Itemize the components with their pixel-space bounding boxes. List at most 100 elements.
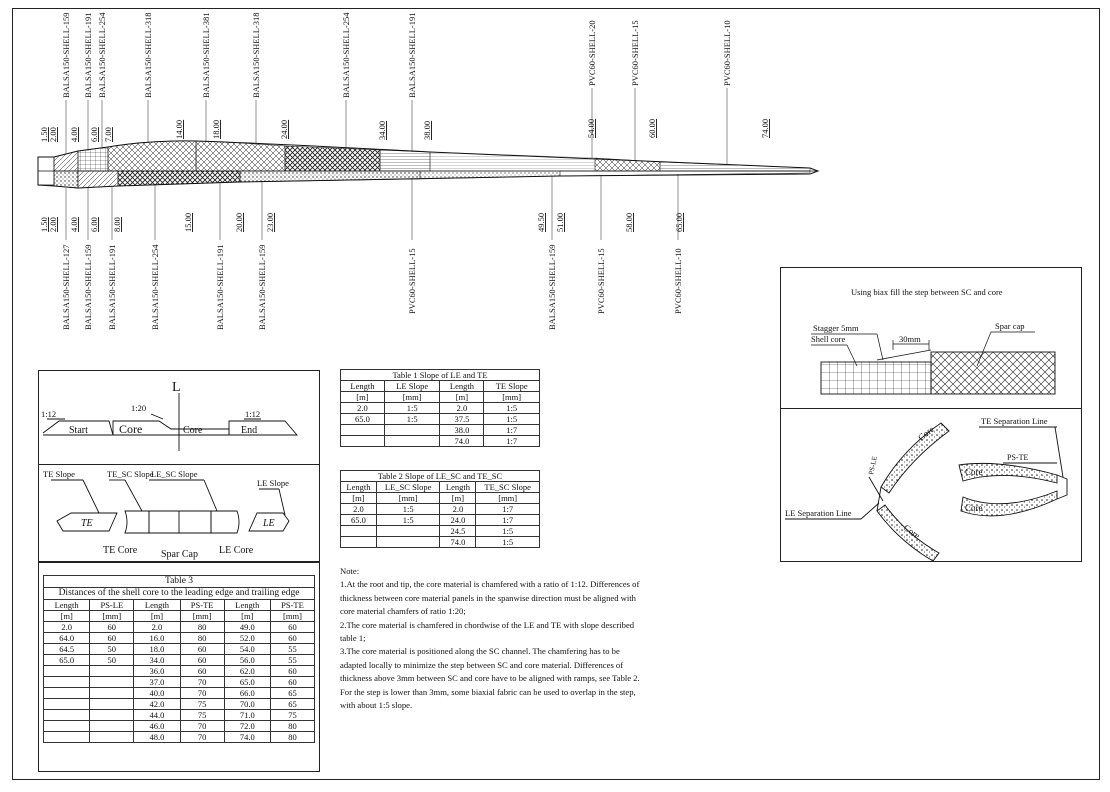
chamfer-core-label: Core xyxy=(119,422,142,436)
table2-header: TE_SC Slope xyxy=(475,481,540,493)
table-cell: 37.5 xyxy=(439,413,485,425)
table2-header: Length xyxy=(340,481,377,493)
te-slope-label: TE Slope xyxy=(43,469,75,479)
top-material-label: PVC60-SHELL-10 xyxy=(722,20,732,86)
table-cell: 37.0 xyxy=(133,676,181,688)
top-material-label: BALSA150-SHELL-159 xyxy=(61,13,71,98)
table3-header: PS-TE xyxy=(179,599,225,611)
table-cell: 52.0 xyxy=(223,632,271,644)
table-cell: 75 xyxy=(269,709,316,721)
table-cell xyxy=(383,435,441,447)
table2-header: Length xyxy=(439,481,477,493)
le-slope-label: LE Slope xyxy=(257,478,289,488)
le-separation-label: LE Separation Line xyxy=(785,508,852,518)
table-cell: 64.0 xyxy=(42,632,91,644)
shell-top-region-9 xyxy=(659,161,811,172)
table3-header-row: Length PS-LE Length PS-TE Length PS-TE xyxy=(42,599,316,611)
table1: Table 1 Slope of LE and TE Length LE Slo… xyxy=(340,369,540,447)
top-dim-label: 34.00 xyxy=(377,121,387,140)
table2-unit: [m] xyxy=(340,492,377,504)
table-cell: 36.0 xyxy=(133,665,181,677)
section-panel: Core Core Core Core PS-LE PS-TE TE Separ… xyxy=(780,408,1082,562)
le-sc-slope-label: LE_SC Slope xyxy=(151,469,198,479)
table-cell: 60 xyxy=(179,654,225,666)
chamfer-end-label: End xyxy=(241,425,257,436)
biax-stagger-label: Stagger 5mm xyxy=(813,323,859,333)
table-cell: 1:5 xyxy=(383,402,441,414)
table-cell: 1:5 xyxy=(475,536,540,548)
table-cell xyxy=(89,698,135,710)
top-dim-label: 18.00 xyxy=(211,120,221,139)
table-cell xyxy=(375,536,441,548)
table-cell: 42.0 xyxy=(133,698,181,710)
table-cell: 1:5 xyxy=(483,413,540,425)
blade-outline xyxy=(37,140,820,189)
table-cell xyxy=(89,709,135,721)
table-cell: 54.0 xyxy=(223,643,271,655)
top-dim-label: 6.00 xyxy=(89,127,99,142)
bottom-dim-label: 8.00 xyxy=(112,217,122,232)
table3-header: Length xyxy=(42,599,91,611)
table-cell xyxy=(89,676,135,688)
table1-unit-row: [m] [mm] [m] [mm] xyxy=(340,391,540,403)
table-cell: 1:7 xyxy=(483,424,540,436)
top-material-leaders xyxy=(65,88,728,165)
table-cell: 60 xyxy=(269,621,316,633)
table-cell: 55 xyxy=(269,643,316,655)
table-cell: 74.0 xyxy=(223,731,271,743)
le-label: LE xyxy=(262,518,275,529)
note-3: 3.The core material is positioned along … xyxy=(340,646,642,711)
bottom-dim-label: 58.00 xyxy=(624,213,634,232)
bottom-material-label: PVC60-SHELL-15 xyxy=(407,248,417,314)
table3-unit: [m] xyxy=(133,610,181,622)
table-cell: 55 xyxy=(269,654,316,666)
table-cell: 60 xyxy=(179,643,225,655)
bottom-dim-label: 2.00 xyxy=(48,217,58,232)
table3-header: Length xyxy=(223,599,271,611)
table3-header: PS-LE xyxy=(89,599,135,611)
table-cell: 1:7 xyxy=(483,435,540,447)
table-cell: 80 xyxy=(179,632,225,644)
table-cell: 80 xyxy=(179,621,225,633)
table-cell: 1:5 xyxy=(475,525,540,537)
table1-unit: [m] xyxy=(439,391,485,403)
table-cell: 75 xyxy=(179,698,225,710)
table-cell: 74.0 xyxy=(439,435,485,447)
table-cell: 62.0 xyxy=(223,665,271,677)
table-cell: 66.0 xyxy=(223,687,271,699)
table-cell: 34.0 xyxy=(133,654,181,666)
top-dim-label: 60.00 xyxy=(647,119,657,138)
table-cell xyxy=(42,709,91,721)
table-cell: 74.0 xyxy=(439,536,477,548)
table3-unit: [mm] xyxy=(89,610,135,622)
biax-dim-label: 30mm xyxy=(899,334,921,344)
table-cell: 16.0 xyxy=(133,632,181,644)
table-cell xyxy=(42,698,91,710)
bottom-dim-label: 65.00 xyxy=(674,213,684,232)
bottom-dim-label: 1.50 xyxy=(39,217,49,232)
table-cell: 70 xyxy=(179,731,225,743)
core-label: Core xyxy=(965,503,983,513)
te-separation-label: TE Separation Line xyxy=(981,416,1048,426)
table-cell: 72.0 xyxy=(223,720,271,732)
shell-top-region-4 xyxy=(195,140,286,172)
table3-header: Length xyxy=(133,599,181,611)
table-cell: 65.0 xyxy=(42,654,91,666)
table-cell xyxy=(89,687,135,699)
table2-unit: [m] xyxy=(439,492,477,504)
table-cell: 49.0 xyxy=(223,621,271,633)
top-dim-label: 74.00 xyxy=(760,119,770,138)
top-dim-label: 2.00 xyxy=(48,127,58,142)
table-cell: 70 xyxy=(179,720,225,732)
table2-unit-row: [m] [mm] [m] [mm] xyxy=(340,492,540,504)
table-cell: 80 xyxy=(269,720,316,732)
biax-shell-core xyxy=(820,361,932,395)
table3-unit: [mm] xyxy=(269,610,316,622)
bottom-material-label: BALSA150-SHELL-254 xyxy=(150,244,160,330)
ps-te-label: PS-TE xyxy=(1007,453,1028,462)
bottom-dim-label: 23.00 xyxy=(265,213,275,232)
